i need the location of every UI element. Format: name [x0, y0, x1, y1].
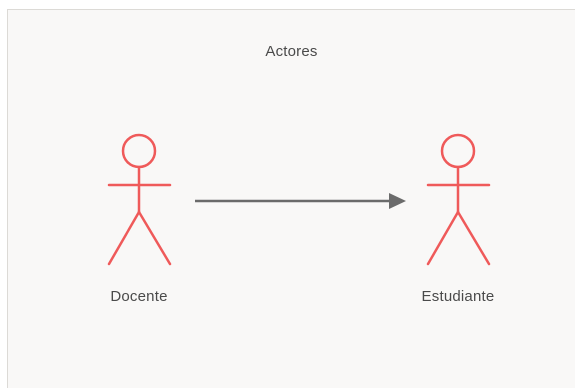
actor-docente-figure[interactable] — [107, 133, 172, 266]
relation-docente-to-estudiante[interactable] — [195, 193, 406, 209]
diagram-frame: Actores — [7, 9, 575, 388]
actor-docente-label: Docente — [110, 288, 168, 305]
actor-estudiante-head — [440, 133, 476, 169]
relation-arrowhead — [389, 193, 406, 209]
actor-docente-left-leg — [107, 210, 141, 266]
actor-estudiante-label: Estudiante — [421, 288, 495, 305]
actor-estudiante-left-leg — [426, 210, 460, 266]
actor-docente-right-leg — [137, 210, 172, 266]
diagram-title: Actores — [265, 43, 318, 60]
actor-estudiante-figure[interactable] — [426, 133, 491, 266]
actor-estudiante-right-leg — [456, 210, 491, 266]
actor-docente-head — [121, 133, 157, 169]
